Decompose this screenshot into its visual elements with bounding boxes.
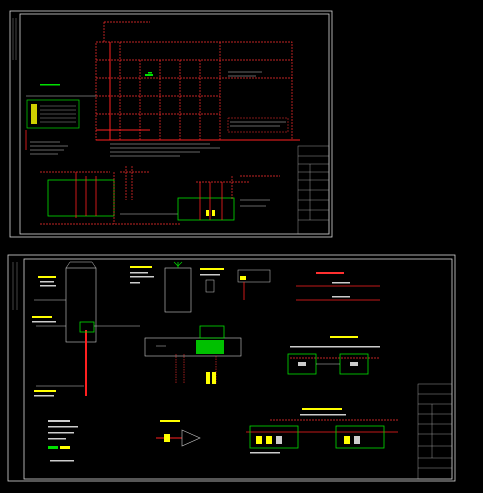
sheet-1-right-notes <box>227 71 289 133</box>
sheet-2-equipment-right <box>287 336 380 375</box>
sheet-1-binding-strip <box>12 18 17 60</box>
sheet-1-outer-border <box>9 10 333 238</box>
sheet-1-green-markers <box>40 72 153 86</box>
sheet-2-section-detail-left <box>34 261 140 396</box>
sheet-1-lower-right-system <box>177 175 280 221</box>
sheet-1-riser-diagram <box>95 21 293 141</box>
sheet-1-title-block <box>297 145 330 235</box>
sheet-2-rack-detail <box>246 408 398 454</box>
sheet-2-cabinet-detail <box>130 261 192 313</box>
sheet-2-left-labels <box>32 276 78 462</box>
sheet-2 <box>7 254 456 482</box>
sheet-2-cable-route <box>296 272 380 301</box>
sheet-2-outer-border <box>7 254 456 482</box>
sheet-2-binding-strip <box>12 262 18 310</box>
sheet-1-feeder-lines <box>96 42 300 141</box>
sheet-2-plan-detail <box>144 325 242 384</box>
sheet-2-symbol-detail <box>156 420 201 447</box>
sheet-1-legend-table <box>25 95 96 150</box>
sheet-2-title-block <box>417 383 453 480</box>
sheet-1-inner-border <box>19 13 330 235</box>
sheet-1-notes <box>30 141 220 157</box>
sheet-2-inner-border <box>23 258 453 480</box>
sheet-2-junction-detail <box>200 268 271 300</box>
sheet-1-lower-left-system <box>40 166 180 225</box>
sheet-1 <box>9 10 333 238</box>
